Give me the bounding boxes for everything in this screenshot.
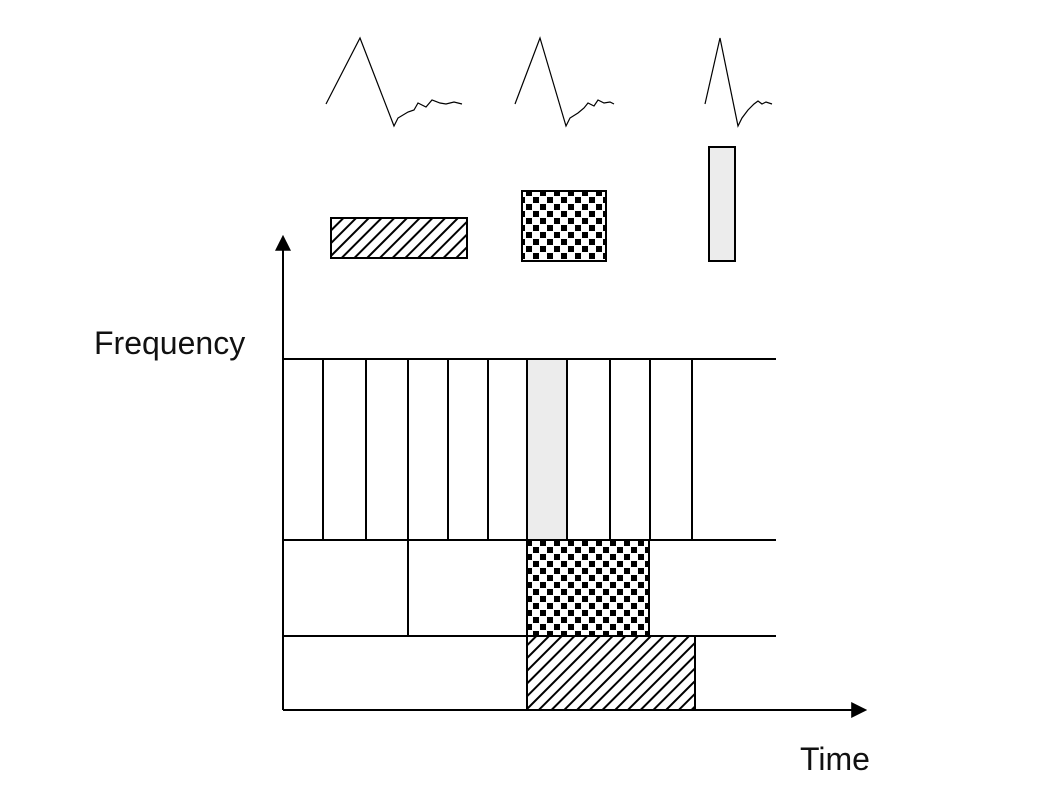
x-axis-label: Time xyxy=(800,741,870,777)
wide-window-waveform xyxy=(325,36,463,128)
bottom-band-dividers xyxy=(526,636,696,710)
highlight-tile-narrow xyxy=(526,358,568,541)
wide-window-box xyxy=(330,217,468,259)
narrow-window-box xyxy=(708,146,736,262)
middle-band-dividers xyxy=(407,540,650,636)
medium-window-box xyxy=(521,190,607,262)
y-axis-label: Frequency xyxy=(94,325,245,361)
medium-window-waveform xyxy=(514,36,615,128)
highlight-tile-wide xyxy=(526,635,696,711)
highlight-tile-medium xyxy=(526,539,650,637)
top-band-dividers xyxy=(322,359,693,540)
narrow-window-waveform xyxy=(704,37,773,128)
